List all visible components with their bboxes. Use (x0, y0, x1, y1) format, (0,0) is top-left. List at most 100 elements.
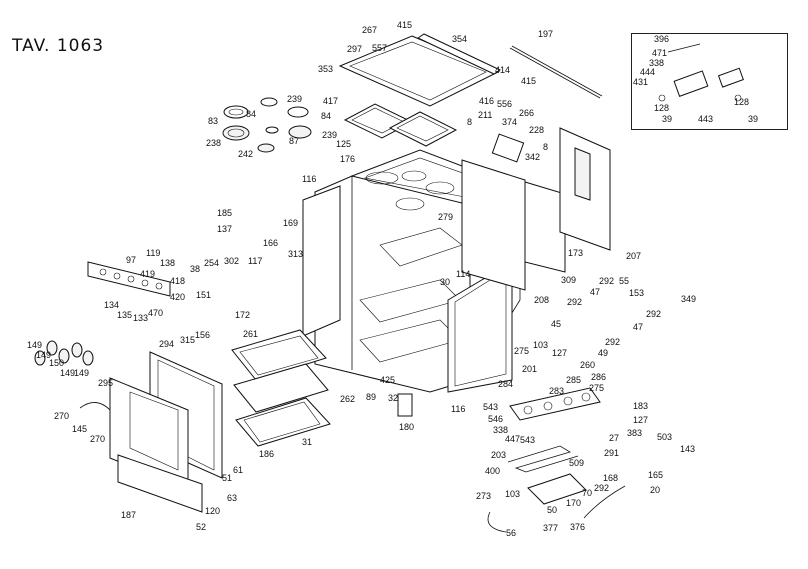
part-number-label: 97 (126, 255, 136, 265)
part-number-label: 119 (146, 248, 160, 258)
part-number-label: 254 (204, 258, 219, 268)
part-number-label: 127 (552, 348, 567, 358)
part-number-label: 45 (551, 319, 561, 329)
part-number-label: 208 (534, 295, 549, 305)
part-number-label: 166 (263, 238, 278, 248)
part-number-label: 349 (681, 294, 696, 304)
part-number-label: 292 (567, 297, 582, 307)
part-number-label: 183 (633, 401, 648, 411)
part-number-label: 211 (478, 110, 492, 120)
part-number-label: 128 (654, 103, 669, 113)
part-number-label: 383 (627, 428, 642, 438)
part-number-label: 292 (646, 309, 661, 319)
part-number-label: 176 (340, 154, 355, 164)
part-number-label: 354 (452, 34, 467, 44)
part-number-label: 150 (49, 358, 64, 368)
part-number-label: 172 (235, 310, 250, 320)
part-number-label: 262 (340, 394, 355, 404)
oven-trays (231, 329, 331, 447)
part-number-label: 400 (485, 466, 500, 476)
rod-part (509, 47, 601, 99)
part-number-label: 120 (205, 506, 220, 516)
valve-detail-inset (631, 33, 788, 130)
part-number-label: 353 (318, 64, 333, 74)
part-number-label: 279 (438, 212, 453, 222)
part-number-label: 292 (605, 337, 620, 347)
part-number-label: 27 (609, 433, 619, 443)
part-number-label: 49 (598, 348, 608, 358)
part-number-label: 313 (288, 249, 303, 259)
part-number-label: 242 (238, 149, 253, 159)
part-number-label: 38 (190, 264, 200, 274)
part-number-label: 165 (648, 470, 663, 480)
part-number-label: 285 (566, 375, 581, 385)
part-number-label: 286 (591, 372, 606, 382)
part-number-label: 153 (629, 288, 644, 298)
part-number-label: 151 (196, 290, 211, 300)
part-number-label: 419 (140, 269, 155, 279)
part-number-label: 116 (451, 404, 465, 414)
part-number-label: 309 (561, 275, 576, 285)
part-number-label: 261 (243, 329, 258, 339)
part-number-label: 443 (698, 114, 713, 124)
part-number-label: 20 (650, 485, 660, 495)
part-number-label: 420 (170, 292, 185, 302)
part-number-label: 135 (117, 310, 132, 320)
part-number-label: 149 (74, 368, 89, 378)
gas-manifold (509, 387, 601, 421)
part-number-label: 169 (283, 218, 298, 228)
part-number-label: 83 (208, 116, 218, 126)
part-number-label: 87 (289, 136, 299, 146)
part-number-label: 338 (649, 58, 664, 68)
part-number-label: 283 (549, 386, 564, 396)
fan-part (397, 393, 413, 417)
part-number-label: 377 (543, 523, 558, 533)
part-number-label: 275 (514, 346, 529, 356)
part-number-label: 546 (488, 414, 503, 424)
part-number-label: 103 (505, 489, 520, 499)
part-number-label: 39 (662, 114, 672, 124)
part-number-label: 8 (543, 142, 548, 152)
part-number-label: 207 (626, 251, 641, 261)
part-number-label: 39 (748, 114, 758, 124)
part-number-label: 275 (589, 383, 604, 393)
part-number-label: 128 (734, 97, 749, 107)
part-number-label: 145 (72, 424, 87, 434)
part-number-label: 315 (180, 335, 195, 345)
inset-valve-assembly (658, 43, 744, 102)
rear-panels (461, 127, 611, 291)
part-number-label: 89 (366, 392, 376, 402)
part-number-label: 84 (321, 111, 331, 121)
hob-top-panel (338, 33, 502, 107)
part-number-label: 187 (121, 510, 136, 520)
diagram-title: TAV. 1063 (12, 36, 105, 56)
part-number-label: 32 (388, 393, 398, 403)
control-knobs (34, 340, 94, 366)
part-number-label: 201 (522, 364, 537, 374)
part-number-label: 185 (217, 208, 232, 218)
part-number-label: 557 (372, 43, 387, 53)
part-number-label: 376 (570, 522, 585, 532)
part-number-label: 418 (170, 276, 185, 286)
part-number-label: 267 (362, 25, 377, 35)
part-number-label: 302 (224, 256, 239, 266)
part-number-label: 31 (302, 437, 312, 447)
heating-element (487, 445, 626, 533)
part-number-label: 228 (529, 125, 544, 135)
part-number-label: 415 (397, 20, 412, 30)
side-panel-left (302, 185, 341, 337)
part-number-label: 134 (104, 300, 119, 310)
side-glass-panel (447, 261, 513, 393)
part-number-label: 260 (580, 360, 595, 370)
part-number-label: 266 (519, 108, 534, 118)
part-number-label: 396 (654, 34, 669, 44)
part-number-label: 203 (491, 450, 506, 460)
part-number-label: 414 (495, 65, 510, 75)
part-number-label: 125 (336, 139, 351, 149)
control-panel (87, 261, 171, 297)
part-number-label: 294 (159, 339, 174, 349)
part-number-label: 180 (399, 422, 414, 432)
